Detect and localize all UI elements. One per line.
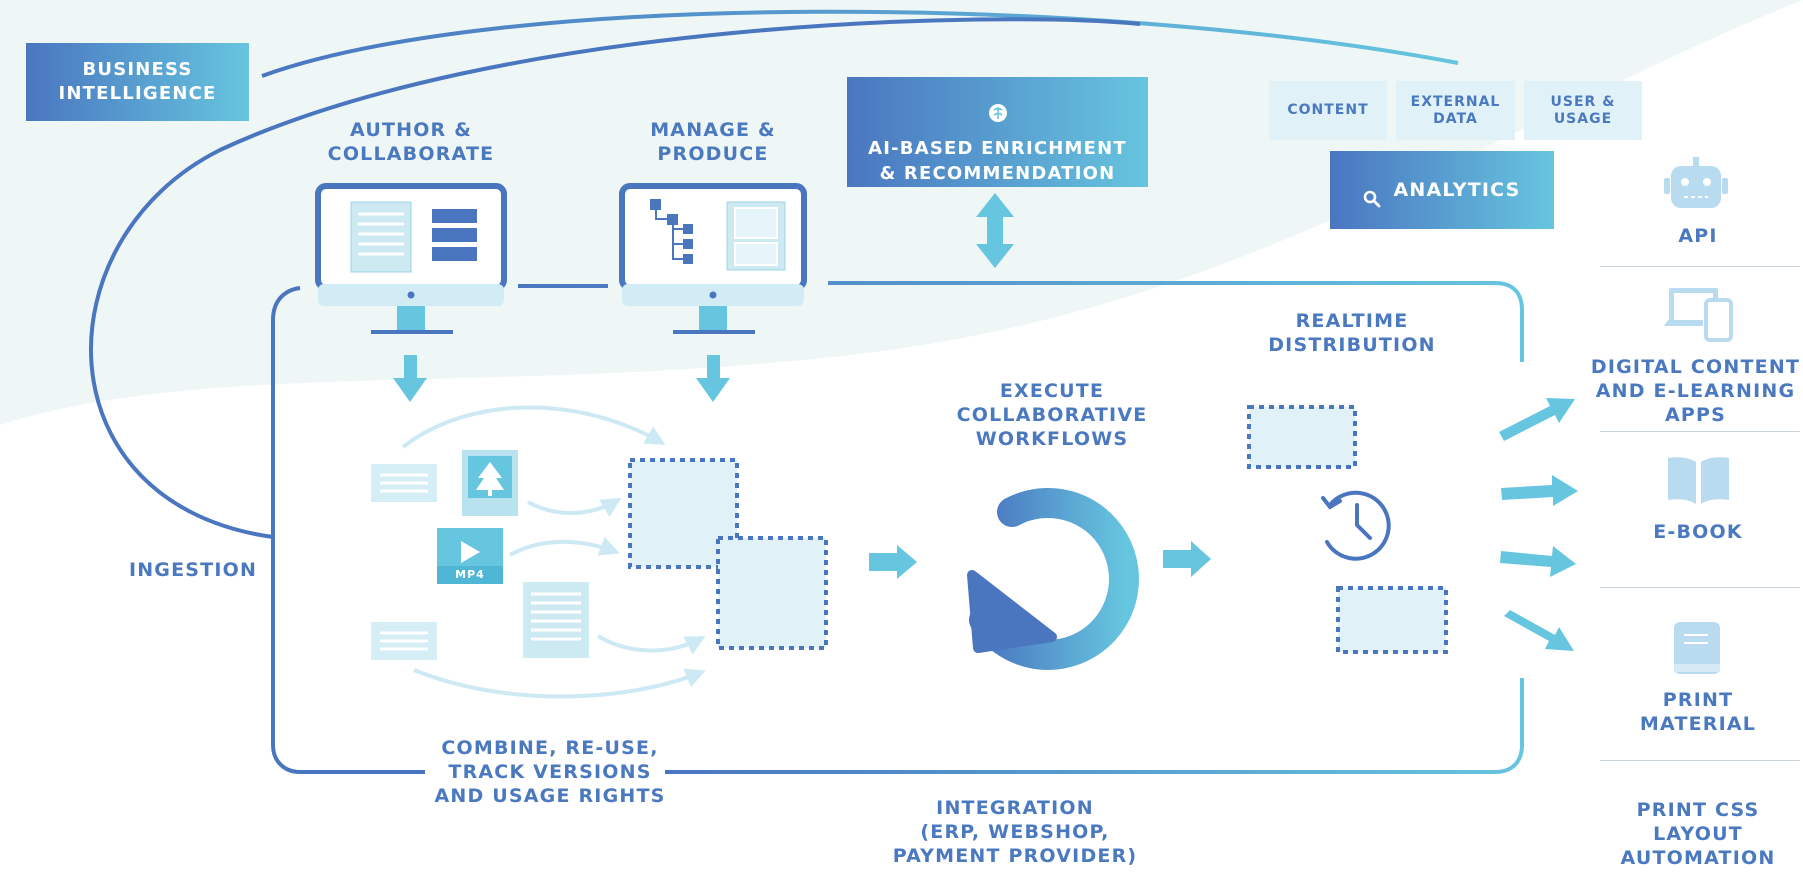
ingestion-flow-arrows bbox=[401, 405, 706, 699]
brain-icon bbox=[988, 78, 1008, 130]
analytics-chip-label: USER & USAGE bbox=[1550, 93, 1616, 127]
down-arrow-manage bbox=[696, 355, 730, 402]
mp4-label: MP4 bbox=[437, 566, 503, 584]
analytics-chip-content: CONTENT bbox=[1269, 81, 1387, 140]
ai-enrichment-box: AI-BASED ENRICHMENT & RECOMMENDATION bbox=[847, 77, 1148, 187]
arrow-to-distribution bbox=[1163, 541, 1211, 577]
channel-print-css-label: PRINT CSS LAYOUT AUTOMATION bbox=[1620, 799, 1776, 869]
bi-loop-outer bbox=[261, 9, 1459, 78]
channel-divider bbox=[1600, 266, 1800, 267]
author-collaborate-label: AUTHOR & COLLABORATE bbox=[327, 119, 495, 165]
combine-reuse-label: COMBINE, RE-USE, TRACK VERSIONS AND USAG… bbox=[434, 737, 666, 807]
bidirectional-arrow bbox=[976, 193, 1014, 268]
channel-api-label: API bbox=[1678, 225, 1718, 247]
analytics-chip-external-data: EXTERNAL DATA bbox=[1396, 81, 1515, 140]
search-icon bbox=[1363, 168, 1381, 213]
channel-ebook-label: E-BOOK bbox=[1653, 521, 1743, 543]
analytics-label: ANALYTICS bbox=[1393, 179, 1521, 201]
robot-icon bbox=[1664, 157, 1728, 208]
analytics-chip-label: EXTERNAL DATA bbox=[1410, 93, 1501, 127]
open-book-icon bbox=[1668, 457, 1729, 504]
analytics-chip-user-usage: USER & USAGE bbox=[1524, 81, 1642, 140]
ingestion-frame-top-left bbox=[271, 286, 425, 774]
devices-icon bbox=[1664, 288, 1733, 342]
ingestion-assets bbox=[371, 450, 589, 660]
realtime-distribution-label: REALTIME DISTRIBUTION bbox=[1268, 310, 1436, 356]
ingestion-frame-top bbox=[518, 281, 1524, 362]
content-slot-3 bbox=[1247, 405, 1357, 469]
output-arrows bbox=[1499, 398, 1578, 651]
channel-print-material-label: PRINT MATERIAL bbox=[1639, 689, 1757, 735]
arrow-to-workflow bbox=[869, 545, 917, 579]
channel-digital-content-label: DIGITAL CONTENT AND E-LEARNING APPS bbox=[1590, 356, 1801, 426]
analytics-box: ANALYTICS bbox=[1330, 151, 1554, 229]
ingestion-frame-bottom bbox=[665, 678, 1524, 774]
ingestion-label: INGESTION bbox=[128, 559, 258, 581]
author-monitor-icon bbox=[315, 183, 507, 334]
bi-loop-inner bbox=[89, 17, 1141, 539]
analytics-chip-label: CONTENT bbox=[1287, 102, 1369, 118]
channel-divider bbox=[1600, 587, 1800, 588]
integration-label: INTEGRATION (ERP, WEBSHOP, PAYMENT PROVI… bbox=[892, 797, 1138, 867]
printed-book-icon bbox=[1674, 622, 1720, 674]
content-slot-4 bbox=[1336, 586, 1448, 654]
channel-divider bbox=[1600, 760, 1800, 761]
business-intelligence-box: BUSINESS INTELLIGENCE bbox=[26, 43, 249, 121]
execute-workflows-label: EXECUTE COLLABORATIVE WORKFLOWS bbox=[956, 380, 1148, 450]
ai-enrichment-label: AI-BASED ENRICHMENT & RECOMMENDATION bbox=[868, 138, 1127, 184]
business-intelligence-label: BUSINESS INTELLIGENCE bbox=[58, 59, 217, 104]
content-slot-2 bbox=[716, 536, 828, 650]
channel-divider bbox=[1600, 431, 1800, 432]
down-arrow-author bbox=[393, 355, 427, 402]
workflow-cycle-icon bbox=[967, 487, 1139, 670]
manage-monitor-icon bbox=[619, 183, 807, 334]
history-clock-icon bbox=[1321, 490, 1391, 561]
manage-produce-label: MANAGE & PRODUCE bbox=[650, 119, 776, 165]
